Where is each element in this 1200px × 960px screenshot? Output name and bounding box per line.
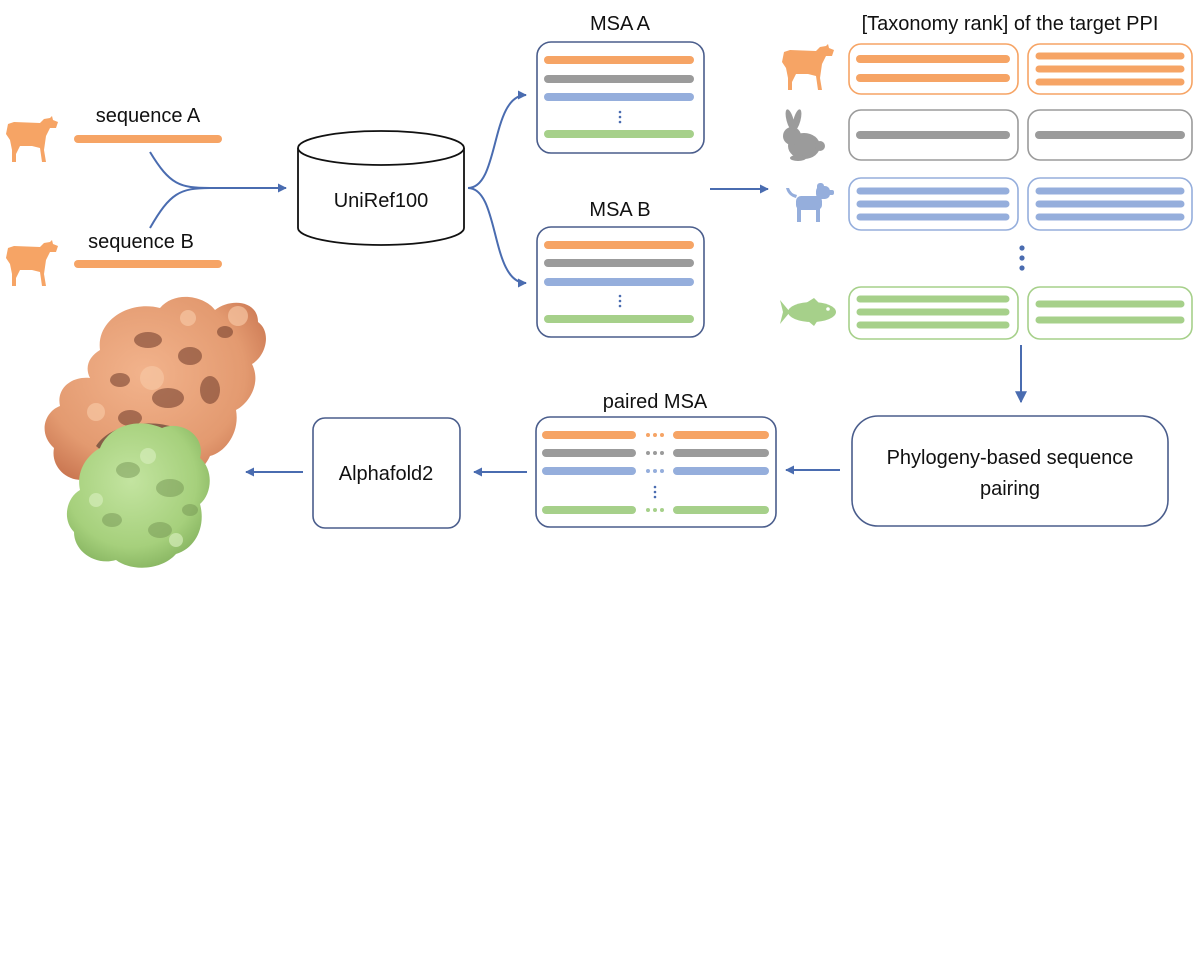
database-label: UniRef100 [334, 190, 429, 212]
predictor-label: Alphafold2 [339, 463, 434, 485]
goat-icon [6, 240, 58, 286]
split-arrow [467, 90, 527, 288]
msa-a-title: MSA A [590, 13, 651, 35]
taxonomy-group-goat [848, 43, 1193, 95]
protein-structure-icon [44, 296, 266, 568]
sequence-b-label: sequence B [88, 231, 194, 253]
pairing-step-label-line1: Phylogeny-based sequence [887, 447, 1134, 469]
predictor-box: Alphafold2 [312, 417, 461, 529]
database-cylinder: UniRef100 [297, 130, 465, 246]
dog-icon [786, 183, 834, 222]
fish-icon [780, 298, 836, 326]
pairing-step-box: Phylogeny-based sequence pairing [851, 415, 1169, 527]
msa-b-title: MSA B [589, 199, 650, 221]
taxonomy-group-rabbit [848, 109, 1193, 161]
pairing-step-label-line2: pairing [980, 478, 1040, 500]
goat-icon [782, 44, 834, 90]
merge-arrow [149, 151, 287, 229]
goat-icon [6, 116, 58, 162]
msa-b-box [536, 226, 705, 338]
taxonomy-title: [Taxonomy rank] of the target PPI [862, 13, 1159, 35]
taxonomy-group-fish [848, 286, 1193, 340]
sequence-a-label: sequence A [96, 105, 201, 127]
taxonomy-group-dog [848, 177, 1193, 231]
rabbit-icon [783, 109, 825, 161]
more-groups-ellipsis [1019, 245, 1025, 271]
msa-a-box [536, 41, 705, 154]
paired-msa-box [535, 416, 777, 528]
paired-msa-title: paired MSA [603, 391, 708, 413]
